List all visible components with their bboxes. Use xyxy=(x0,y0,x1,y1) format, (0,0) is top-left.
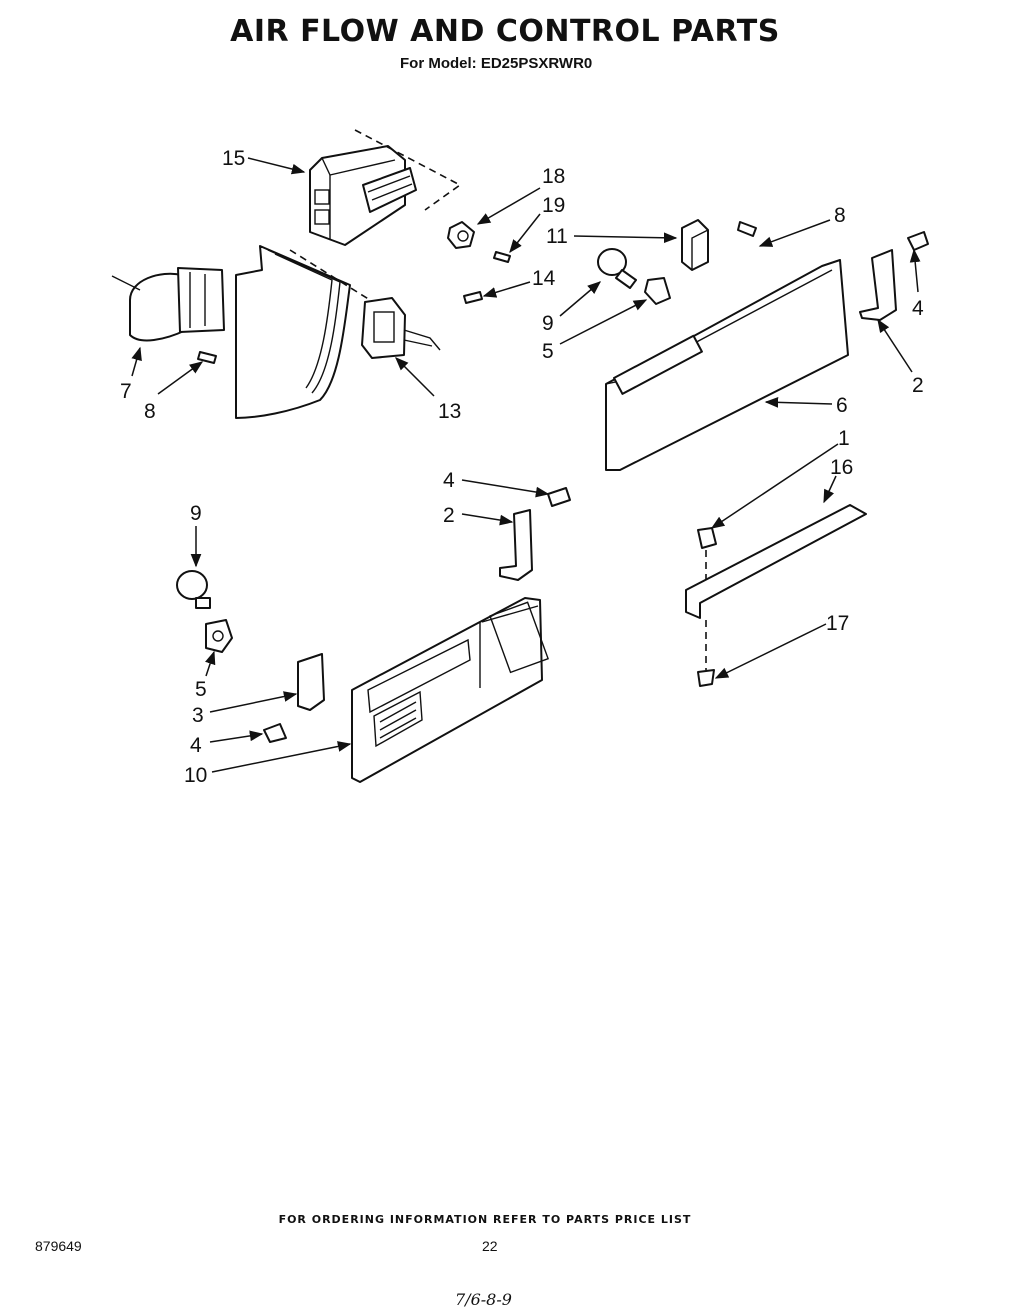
callout-8-left: 8 xyxy=(144,400,156,423)
callout-8-top: 8 xyxy=(834,204,846,227)
callout-9-lower: 9 xyxy=(190,502,202,525)
callout-6: 6 xyxy=(836,394,848,417)
callout-18: 18 xyxy=(542,165,565,188)
callout-5-top: 5 xyxy=(542,340,554,363)
bulb-socket-part xyxy=(644,277,671,305)
bracket-part-center xyxy=(499,509,533,581)
ordering-note: FOR ORDERING INFORMATION REFER TO PARTS … xyxy=(278,1213,692,1226)
fan-shroud-part xyxy=(111,267,225,342)
page-title: AIR FLOW AND CONTROL PARTS xyxy=(230,14,780,49)
callout-17: 17 xyxy=(826,612,849,635)
leader-lines xyxy=(131,157,921,773)
retainer-clip-part xyxy=(697,527,717,549)
screw-part-17 xyxy=(697,669,715,687)
callout-4-center: 4 xyxy=(443,469,455,492)
bracket-part xyxy=(859,249,897,321)
assembly-line xyxy=(354,129,462,211)
bracket-part-lower xyxy=(297,653,325,711)
dispenser-panel-part xyxy=(351,597,550,783)
callout-2-center: 2 xyxy=(443,504,455,527)
callout-labels: 15 18 19 11 8 14 9 5 4 2 7 8 13 6 1 16 4… xyxy=(120,147,924,787)
page-number: 22 xyxy=(482,1238,498,1254)
bulb-socket-part-lower xyxy=(205,619,233,653)
clip-part-center xyxy=(547,487,571,507)
control-housing-part xyxy=(309,145,417,246)
trim-strip-part xyxy=(685,504,867,619)
assembly-line xyxy=(289,249,371,301)
bulb-part xyxy=(597,248,637,289)
control-panel-part xyxy=(605,259,849,471)
callout-10: 10 xyxy=(184,764,207,787)
screw-part-14 xyxy=(463,291,483,304)
handwritten-note: 7/6-8-9 xyxy=(455,1290,512,1309)
callout-13: 13 xyxy=(438,400,461,423)
bulb-part-lower xyxy=(176,570,211,609)
thermostat-part xyxy=(361,297,441,359)
document-number: 879649 xyxy=(35,1238,82,1254)
callout-2-top: 2 xyxy=(912,374,924,397)
screw-part-left xyxy=(197,351,217,364)
clip-part-lower xyxy=(263,723,287,743)
callout-11: 11 xyxy=(546,225,568,248)
air-duct-part xyxy=(235,245,351,419)
callout-4-lower: 4 xyxy=(190,734,202,757)
callout-3: 3 xyxy=(192,704,204,727)
screw-part xyxy=(493,251,511,263)
callout-7: 7 xyxy=(120,380,132,403)
callout-4-top: 4 xyxy=(912,297,924,320)
callout-16: 16 xyxy=(830,456,853,479)
screw-part-8 xyxy=(737,221,757,237)
light-switch-part xyxy=(681,219,709,271)
callout-5-lower: 5 xyxy=(195,678,207,701)
callout-14: 14 xyxy=(532,267,556,290)
socket-part xyxy=(447,221,475,249)
callout-1: 1 xyxy=(838,427,850,450)
clip-part xyxy=(907,231,929,251)
model-subtitle: For Model: ED25PSXRWR0 xyxy=(400,55,593,72)
callout-19: 19 xyxy=(542,194,565,217)
callout-9-top: 9 xyxy=(542,312,554,335)
callout-15: 15 xyxy=(222,147,245,170)
